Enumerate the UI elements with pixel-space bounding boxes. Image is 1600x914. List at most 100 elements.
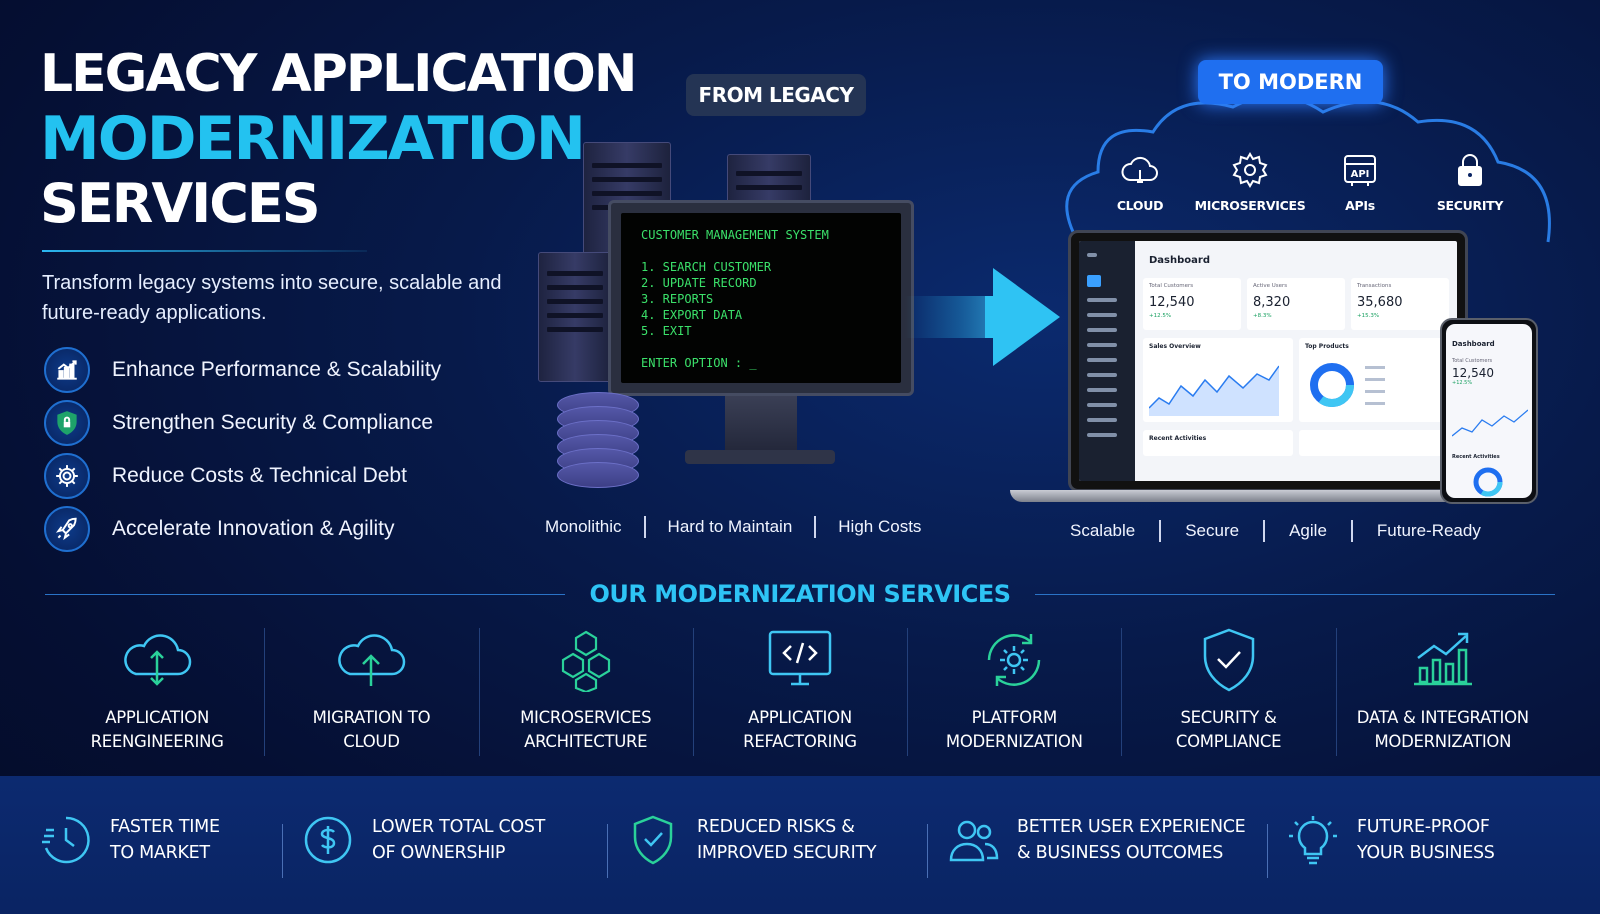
dashboard-sidebar: [1079, 241, 1135, 481]
subtitle: Transform legacy systems into secure, sc…: [42, 272, 502, 324]
rocket-icon: [44, 505, 90, 552]
benefit-item: Enhance Performance & Scalability: [44, 343, 524, 396]
recent-activities-card: Recent Activities: [1143, 430, 1293, 456]
to-modern-badge: TO MODERN: [1198, 60, 1383, 104]
terminal-option: 1. SEARCH CUSTOMER: [641, 260, 772, 274]
lock-icon: [1458, 154, 1482, 186]
service-label-line: APPLICATION: [748, 708, 852, 727]
top-products-card: Top Products: [1299, 338, 1449, 422]
terminal-title: CUSTOMER MANAGEMENT SYSTEM: [641, 228, 829, 242]
services-header: OUR MODERNIZATION SERVICES: [0, 574, 1600, 614]
title-line-3: SERVICES: [40, 172, 321, 235]
capability-label: APIs: [1345, 198, 1375, 213]
terminal-option: 3. REPORTS: [641, 292, 714, 306]
tag-separator: [1159, 520, 1162, 542]
monitor-foot: [685, 450, 835, 464]
service-label-line: REFACTORING: [743, 732, 857, 751]
code-monitor-icon: [768, 630, 832, 686]
capability-item: MICROSERVICES: [1195, 150, 1306, 213]
phone-kpi-value: 12,540: [1452, 366, 1494, 380]
sales-overview-card: Sales Overview: [1143, 338, 1293, 422]
modern-capabilities: CLOUD MICROSERVICES API APIs SECURITY: [1090, 150, 1520, 213]
benefit-list: Enhance Performance & Scalability Streng…: [44, 343, 524, 555]
service-item: APPLICATION REENGINEERING: [50, 628, 264, 758]
terminal-option: 5. EXIT: [641, 324, 692, 338]
kpi-delta: +12.5%: [1149, 313, 1172, 319]
kpi-delta: +8.3%: [1253, 313, 1272, 319]
capability-item: CLOUD: [1090, 150, 1190, 213]
modern-tag: Secure: [1185, 521, 1240, 540]
header-divider: [45, 593, 566, 595]
shield-check-icon: [1203, 628, 1254, 692]
title-line-1: LEGACY APPLICATION: [40, 44, 637, 104]
kpi-label: Total Customers: [1149, 283, 1194, 289]
service-item: SECURITY &COMPLIANCE: [1121, 628, 1335, 758]
transition-arrow-icon: [905, 268, 1060, 366]
cloud-icon: [1121, 156, 1158, 183]
server-tower: [727, 154, 811, 204]
phone-donut-chart: [1473, 467, 1503, 497]
monitor-stand: [725, 396, 797, 452]
outcomes-band: [0, 776, 1600, 914]
benefit-label: Accelerate Innovation & Agility: [112, 516, 395, 540]
kpi-value: 35,680: [1357, 295, 1403, 310]
phone-line-chart: [1452, 409, 1528, 437]
modern-tag: Future-Ready: [1376, 521, 1481, 540]
outcome-item: FASTER TIME TO MARKET: [20, 814, 282, 866]
lightbulb-icon: [1289, 816, 1337, 865]
gear-icon: [1232, 152, 1268, 188]
kpi-value: 12,540: [1149, 295, 1195, 310]
card-title: Recent Activities: [1149, 435, 1207, 442]
modern-phone: Dashboard Total Customers 12,540 +12.5% …: [1440, 318, 1538, 504]
service-label-line: APPLICATION: [105, 708, 209, 727]
header-divider: [1034, 593, 1555, 595]
shield-lock-icon: [44, 399, 90, 446]
cloud-upload-icon: [338, 634, 406, 686]
kpi-card: Active Users 8,320 +8.3%: [1247, 278, 1345, 330]
chart-growth-icon: [44, 346, 90, 393]
service-label-line: PLATFORM: [971, 708, 1058, 727]
title-underline: [42, 250, 367, 252]
benefit-label: Reduce Costs & Technical Debt: [112, 463, 407, 487]
terminal-option: 2. UPDATE RECORD: [641, 276, 757, 290]
outcome-item: FUTURE-PROOF YOUR BUSINESS: [1267, 814, 1567, 878]
shield-check-icon: [633, 815, 673, 865]
api-icon: API: [1344, 155, 1376, 186]
dashboard-screen: Dashboard Total Customers 12,540 +12.5% …: [1079, 241, 1457, 481]
bar-chart-icon: [1413, 632, 1472, 686]
gear-icon: [44, 452, 90, 499]
terminal-prompt: ENTER OPTION : _: [641, 356, 757, 370]
kpi-card: Transactions 35,680 +15.3%: [1351, 278, 1449, 330]
service-label-line: REENGINEERING: [90, 732, 224, 751]
legacy-tag: Hard to Maintain: [667, 517, 793, 536]
outcome-item: LOWER TOTAL COST OF OWNERSHIP: [282, 814, 607, 878]
kpi-value: 8,320: [1253, 295, 1291, 310]
service-label-line: MICROSERVICES: [520, 708, 652, 727]
outcomes-row: FASTER TIME TO MARKET LOWER TOTAL COST O…: [20, 800, 1580, 880]
modern-tag: Scalable: [1070, 521, 1136, 540]
database-icon: [557, 392, 639, 488]
tag-separator: [643, 516, 646, 538]
tag-separator: [1263, 520, 1266, 542]
card-title: Sales Overview: [1149, 343, 1201, 350]
page-title: LEGACY APPLICATION MODERNIZATION SERVICE…: [40, 44, 637, 235]
kpi-label: Transactions: [1357, 283, 1392, 289]
clock-fast-icon: [42, 816, 90, 864]
benefit-label: Enhance Performance & Scalability: [112, 357, 442, 381]
benefit-item: Accelerate Innovation & Agility: [44, 502, 524, 555]
cloud-sync-icon: [124, 634, 192, 686]
phone-activity-title: Recent Activities: [1452, 454, 1500, 460]
benefit-item: Reduce Costs & Technical Debt: [44, 449, 524, 502]
tag-separator: [1350, 520, 1353, 542]
gear-refresh-icon: [988, 634, 1041, 686]
benefit-item: Strengthen Security & Compliance: [44, 396, 524, 449]
outcome-item: REDUCED RISKS & IMPROVED SECURITY: [607, 814, 927, 878]
outcome-label: LOWER TOTAL COST OF OWNERSHIP: [372, 817, 546, 863]
service-label-line: SECURITY &: [1180, 708, 1277, 727]
cubes-icon: [561, 630, 610, 692]
modern-laptop: Dashboard Total Customers 12,540 +12.5% …: [1068, 230, 1468, 492]
modern-tag: Agile: [1289, 521, 1327, 540]
